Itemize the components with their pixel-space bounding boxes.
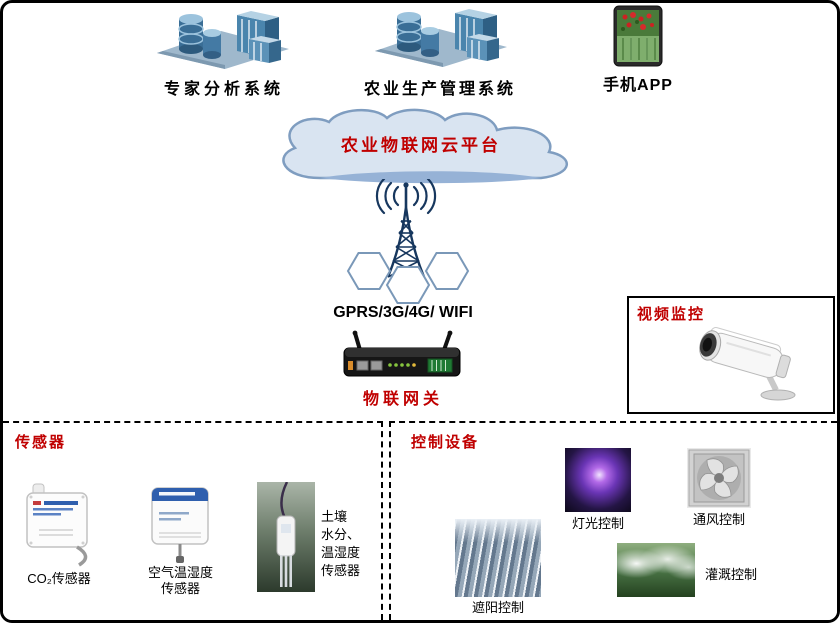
co2-sensor-icon [26, 483, 88, 567]
gateway-label: 物联网关 [362, 391, 443, 408]
irrigation-control-label: 灌溉控制 [705, 567, 758, 582]
router-device-icon [343, 330, 461, 377]
soil-sensor-label-line: 传感器 [321, 563, 361, 578]
video-panel-title: 视频监控 [637, 306, 706, 323]
sensor-panel: 传感器 CO₂传感器 空气温湿度 [3, 421, 383, 620]
fan-control-label: 通风控制 [692, 512, 745, 527]
mobile-app-label: 手机APP [603, 77, 673, 94]
soil-sensor-label-line: 土壤 [321, 509, 348, 524]
server-buildings-icon [157, 11, 289, 69]
network-protocol-label: GPRS/3G/4G/ WIFI [333, 304, 473, 321]
co2-sensor-label: CO₂传感器 [27, 571, 91, 586]
soil-sensor-photo [257, 482, 315, 592]
cctv-camera-icon [699, 327, 796, 401]
smartphone-icon [613, 5, 663, 67]
light-control-label: 灯光控制 [571, 516, 624, 531]
air-sensor-label-line1: 空气温湿度 [147, 565, 213, 580]
air-sensor-icon [151, 487, 209, 563]
soil-sensor-label-line: 温湿度 [321, 545, 361, 560]
hexagon-cluster-icon [346, 252, 470, 304]
video-panel: 视频监控 [627, 296, 835, 414]
soil-sensor-label-line: 水分、 [321, 527, 361, 542]
air-sensor-label: 空气温湿度 传感器 [133, 565, 228, 597]
irrigation-control-photo [617, 543, 695, 597]
expert-system-label: 专家分析系统 [163, 81, 284, 98]
air-sensor-label-line2: 传感器 [160, 581, 200, 596]
production-system-label: 农业生产管理系统 [363, 81, 516, 98]
server-buildings-icon [375, 9, 507, 67]
cloud-icon [282, 108, 568, 184]
soil-sensor-label: 土壤 水分、 温湿度 传感器 [321, 508, 360, 580]
fan-control-photo [687, 448, 751, 508]
shade-control-label: 遮阳控制 [471, 600, 524, 615]
light-control-photo [565, 448, 631, 512]
cloud-platform-label: 农业物联网云平台 [341, 136, 501, 155]
control-panel-title: 控制设备 [411, 434, 480, 451]
sensor-panel-title: 传感器 [15, 434, 67, 451]
shade-control-photo [455, 519, 541, 597]
control-panel: 控制设备 灯光控制 通风控制 遮阳控制 灌溉控制 [389, 421, 837, 620]
radio-tower-icon [375, 179, 437, 278]
